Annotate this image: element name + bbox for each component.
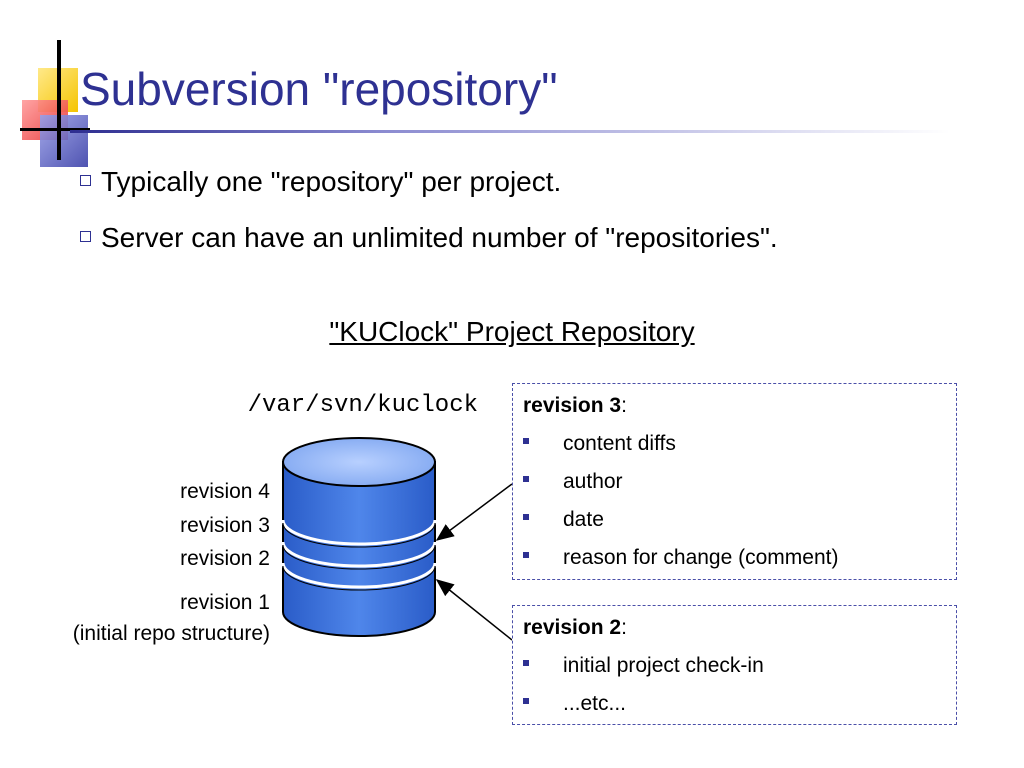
list-item-text: content diffs	[563, 432, 676, 455]
revision-2-arrow	[435, 579, 513, 641]
revision-1-note: (initial repo structure)	[72, 622, 270, 645]
revision-2-details-box: revision 2: initial project check-in ...…	[512, 605, 957, 725]
list-item: date	[523, 508, 604, 532]
box-heading-suffix: :	[621, 616, 627, 639]
bullet-text: Server can have an unlimited number of "…	[101, 222, 778, 253]
bullet-square-icon	[523, 476, 529, 483]
box-heading-bold: revision 2	[523, 616, 622, 639]
list-item: author	[523, 470, 623, 494]
list-item-text: author	[563, 470, 623, 493]
list-item: initial project check-in	[523, 654, 764, 678]
bullet-square-icon	[80, 231, 91, 243]
list-item-text: ...etc...	[563, 692, 627, 715]
diagram-title: "KUClock" Project Repository	[329, 316, 695, 347]
bullet-square-icon	[523, 698, 529, 705]
title-divider	[70, 130, 950, 133]
page-title: Subversion "repository"	[80, 63, 558, 115]
list-item-text: date	[563, 508, 604, 531]
revision-1-label: revision 1	[180, 591, 270, 614]
logo-blue-square	[40, 115, 88, 167]
bullet-square-icon	[523, 438, 529, 445]
logo-crosshair-horizontal	[20, 128, 90, 131]
bullet-square-icon	[523, 552, 529, 559]
revision-3-label: revision 3	[180, 514, 270, 537]
revision-3-details-box: revision 3: content diffs author date re…	[512, 383, 957, 580]
bullet-square-icon	[80, 175, 91, 187]
bullet-square-icon	[523, 660, 529, 667]
logo-crosshair-vertical	[57, 40, 61, 160]
box-heading: revision 2:	[523, 616, 627, 640]
list-item: ...etc...	[523, 692, 626, 716]
cylinder-icon	[281, 437, 437, 637]
revision-3-arrow	[435, 483, 513, 541]
box-heading-suffix: :	[621, 394, 627, 417]
list-item: reason for change (comment)	[523, 546, 838, 570]
bullet-item: Server can have an unlimited number of "…	[80, 222, 778, 254]
list-item-text: initial project check-in	[563, 654, 764, 677]
bullet-square-icon	[523, 514, 529, 521]
box-heading-bold: revision 3	[523, 394, 622, 417]
bullet-item: Typically one "repository" per project.	[80, 166, 561, 198]
box-heading: revision 3:	[523, 394, 627, 418]
repo-path: /var/svn/kuclock	[247, 392, 478, 419]
revision-2-label: revision 2	[180, 547, 270, 570]
list-item-text: reason for change (comment)	[563, 546, 839, 569]
bullet-text: Typically one "repository" per project.	[101, 166, 562, 197]
list-item: content diffs	[523, 432, 676, 456]
revision-4-label: revision 4	[180, 480, 270, 503]
